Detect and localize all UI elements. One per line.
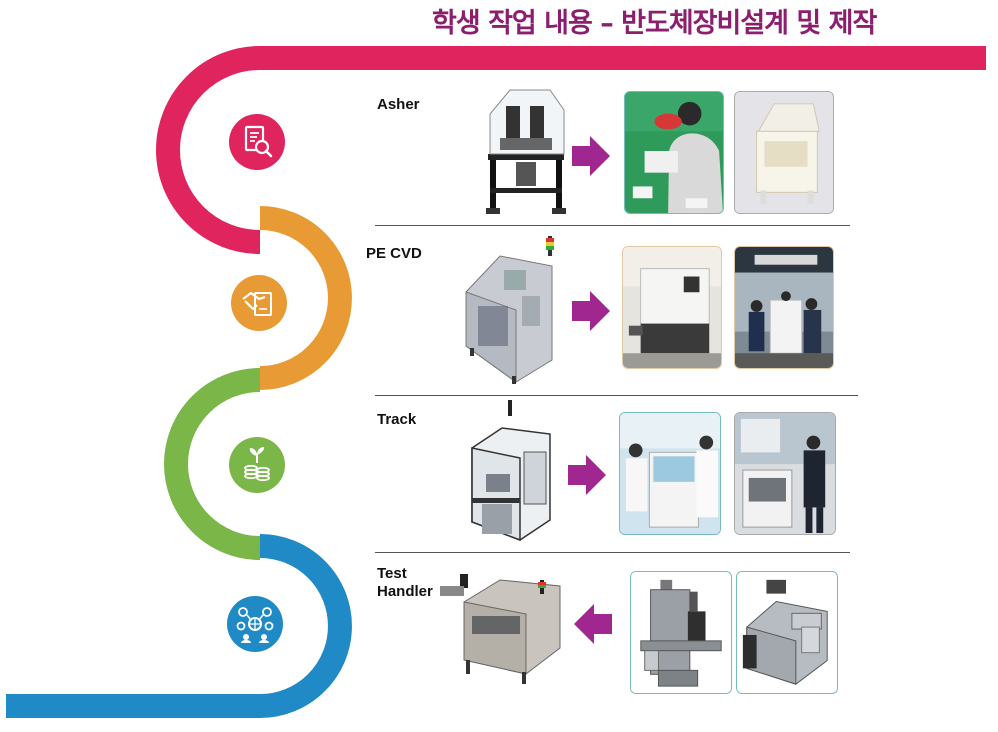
test-handler-machine-render bbox=[440, 572, 572, 686]
row-label-test: Test bbox=[377, 565, 407, 582]
row-divider-2 bbox=[375, 395, 858, 396]
row-label-asher: Asher bbox=[377, 96, 420, 113]
path-blue-segment bbox=[6, 534, 352, 718]
path-red-segment bbox=[156, 46, 986, 254]
asher-photo-student bbox=[624, 91, 724, 214]
pecvd-photo-machine bbox=[622, 246, 722, 369]
step-icon-4 bbox=[227, 596, 283, 652]
track-machine-render bbox=[468, 400, 554, 542]
pecvd-machine-render bbox=[460, 236, 560, 386]
row-divider-1 bbox=[375, 225, 850, 226]
step-icon-2 bbox=[231, 275, 287, 331]
document-search-icon bbox=[229, 114, 285, 170]
asher-machine-render bbox=[480, 84, 572, 218]
asher-photo-model bbox=[734, 91, 834, 214]
row-label-pecvd: PE CVD bbox=[366, 245, 422, 262]
row-label-track: Track bbox=[377, 411, 417, 428]
handshake-contract-icon bbox=[231, 275, 287, 331]
test-handler-cad-iso bbox=[736, 571, 838, 694]
pecvd-photo-students bbox=[734, 246, 834, 369]
path-green-segment bbox=[164, 368, 261, 560]
arrow-right-pecvd bbox=[572, 291, 610, 331]
network-people-icon bbox=[227, 596, 283, 652]
page-title: 학생 작업 내용 – 반도체장비설계 및 제작 bbox=[432, 8, 877, 39]
arrow-left-test-handler bbox=[574, 604, 612, 644]
step-icon-3 bbox=[229, 437, 285, 493]
plant-coins-icon bbox=[229, 437, 285, 493]
row-divider-3 bbox=[375, 552, 850, 553]
row-label-handler: Handler bbox=[377, 583, 433, 600]
step-icon-1 bbox=[229, 114, 285, 170]
path-orange-segment bbox=[259, 206, 352, 390]
row-label-test-handler: Test Handler bbox=[377, 565, 433, 601]
track-photo-students bbox=[619, 412, 721, 535]
test-handler-cad-front bbox=[630, 571, 732, 694]
arrow-right-track bbox=[568, 455, 606, 495]
track-photo-presenter bbox=[734, 412, 836, 535]
arrow-right-asher bbox=[572, 136, 610, 176]
